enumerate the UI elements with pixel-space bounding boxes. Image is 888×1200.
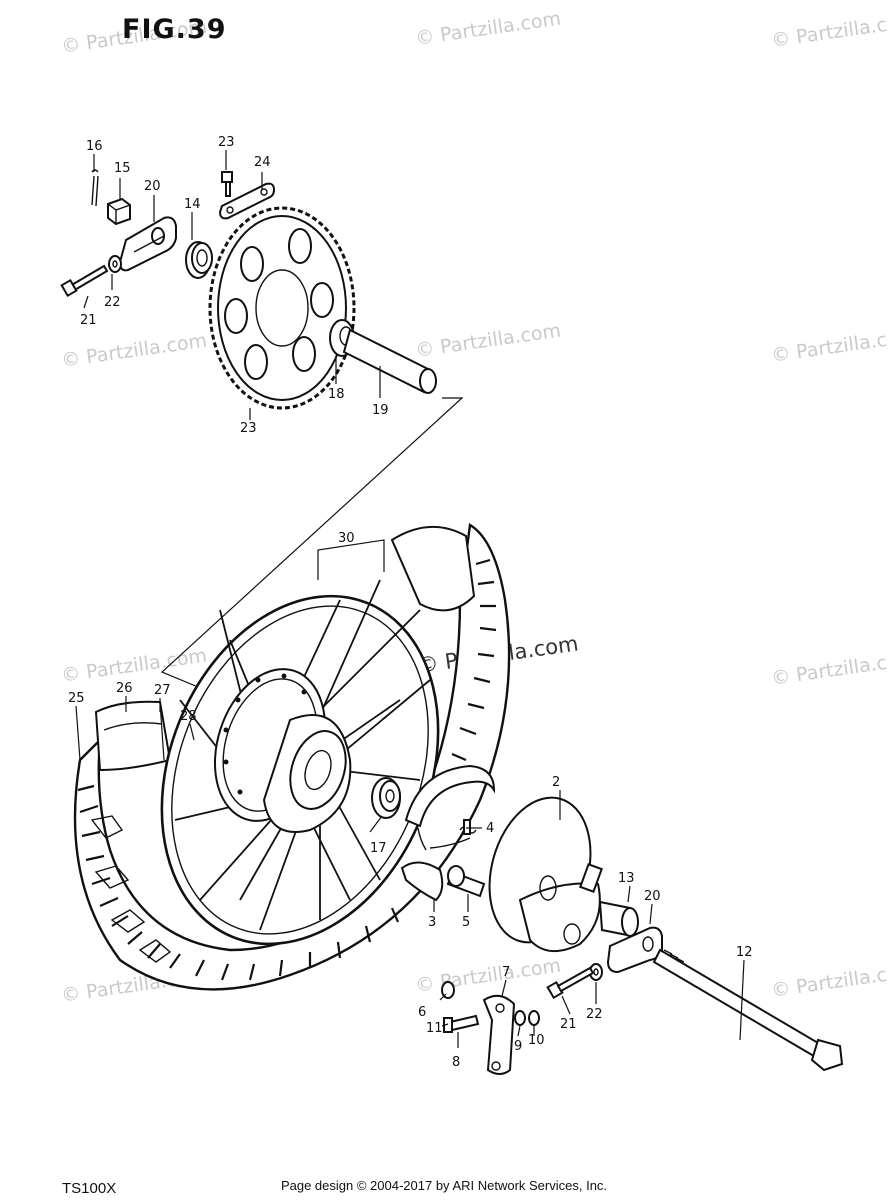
part-21-bolt-upper [60, 264, 109, 298]
callout-22-upper: 22 [104, 295, 121, 310]
part-22-washer-lower [589, 963, 603, 981]
callout-29: 28 [180, 709, 197, 724]
callout-26: 25 [68, 691, 85, 706]
part-27-rim-band [94, 700, 172, 772]
callout-16: 16 [86, 139, 103, 154]
part-22-washer-upper [108, 255, 122, 273]
callout-20-lower: 20 [644, 889, 661, 904]
part-10-nut [528, 1010, 540, 1026]
callout-23-label: 23 [240, 421, 257, 436]
callout-27: 26 [116, 681, 133, 696]
part-2-brake-panel [488, 796, 603, 952]
callout-21-upper: 21 [80, 313, 97, 328]
callout-15: 15 [114, 161, 131, 176]
callout-25: 24 [254, 155, 271, 170]
callout-19: 19 [372, 403, 389, 418]
part-28-tube [159, 701, 165, 761]
callout-18: 18 [328, 387, 345, 402]
callout-8: 8 [452, 1055, 460, 1070]
callout-7: 7 [502, 965, 510, 980]
callout-10: 10 [528, 1033, 545, 1048]
part-19-axle-sleeve [342, 328, 437, 394]
part-14-bushing [185, 241, 213, 279]
leader-30 [317, 539, 385, 580]
part-12-rear-axle [652, 948, 844, 1072]
callout-17: 17 [370, 841, 387, 856]
part-3-brake-shoe-set [400, 764, 496, 902]
part-24-bolt [221, 171, 233, 197]
part-7-brake-cam-lever [482, 994, 516, 1075]
callout-21-lower: 21 [560, 1017, 577, 1032]
callout-11: 11 [426, 1021, 443, 1036]
callout-14: 14 [184, 197, 201, 212]
part-20-chain-adjuster-lower [606, 926, 663, 974]
part-6-washer [441, 981, 455, 999]
part-5-brake-cam [446, 865, 486, 898]
part-23-rear-sprocket [208, 206, 356, 410]
callout-6: 6 [418, 1005, 426, 1020]
part-11-bolt [443, 1014, 480, 1033]
callout-leaders [75, 150, 745, 1048]
callout-3: 3 [428, 915, 436, 930]
part-25-lock-washer [218, 182, 276, 220]
callout-22-lower: 22 [586, 1007, 603, 1022]
callout-labels: 16 15 20 14 23 24 22 21 23 23 18 19 30 2… [68, 135, 753, 1070]
part-13-axle-spacer [598, 900, 639, 938]
part-20-chain-adjuster-upper [118, 216, 177, 272]
figure-title: FIG.39 [122, 14, 227, 45]
callout-20-upper: 20 [144, 179, 161, 194]
callout-9: 9 [514, 1039, 522, 1054]
callout-5: 5 [462, 915, 470, 930]
part-9-washer [514, 1010, 526, 1026]
page-footer: Page design © 2004-2017 by ARI Network S… [280, 1178, 608, 1193]
model-label: TS100X [62, 1180, 117, 1197]
tire-cutaway-panel [390, 526, 476, 612]
part-16-cotter-pin [91, 169, 99, 207]
callout-12: 12 [736, 945, 753, 960]
part-4-shoe-spring [459, 819, 477, 835]
callout-24: 23 [218, 135, 235, 150]
callout-30: 30 [338, 531, 355, 546]
part-15-castle-nut [107, 197, 131, 226]
callout-28: 27 [154, 683, 171, 698]
callout-13: 13 [618, 871, 635, 886]
part-21-bolt-lower [546, 966, 595, 1000]
part-1-rear-hub [213, 668, 352, 833]
part-26-tire [73, 523, 511, 991]
callout-2: 2 [552, 775, 560, 790]
callout-4: 4 [486, 821, 494, 836]
part-17-bearing [371, 777, 401, 819]
